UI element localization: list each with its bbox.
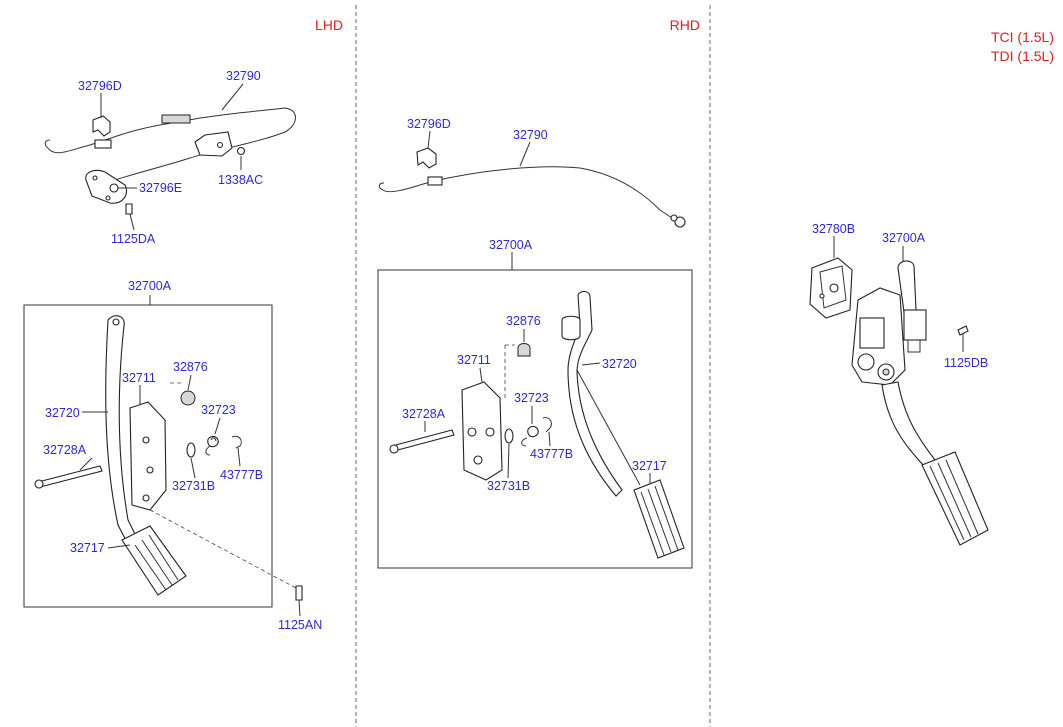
lhd-washer-32731B xyxy=(186,442,196,458)
header-tdi: TDI (1.5L) xyxy=(991,48,1054,64)
rhd-section: 32796D 32790 32700A 32876 32711 32720 32… xyxy=(377,117,693,569)
rhd-label-32711: 32711 xyxy=(457,353,491,367)
lhd-stopper-32876 xyxy=(180,390,196,406)
lhd-cable-32790 xyxy=(47,107,296,181)
header-lhd: LHD xyxy=(315,17,343,33)
lhd-pad-32717 xyxy=(121,525,187,596)
lhd-section: 32796D 32790 32796E 1338AC 1125DA 32700A… xyxy=(23,69,322,632)
rhd-label-32790: 32790 xyxy=(513,128,548,142)
lhd-bolt-1125AN xyxy=(295,585,303,601)
lhd-assembly-box xyxy=(23,304,273,608)
lhd-bracket-32711 xyxy=(129,401,167,511)
lhd-label-43777B: 43777B xyxy=(220,468,263,482)
rhd-label-32717: 32717 xyxy=(632,459,667,473)
lhd-clip-43777B xyxy=(231,435,242,449)
rhd-label-32796D: 32796D xyxy=(407,117,451,131)
rhd-label-32728A: 32728A xyxy=(402,407,446,421)
lhd-label-32700A: 32700A xyxy=(128,279,172,293)
lhd-label-1125DA: 1125DA xyxy=(111,232,156,246)
rhd-pedal-arm-32720 xyxy=(567,290,623,497)
rhd-washer-32731B xyxy=(504,428,514,444)
rhd-label-32731B: 32731B xyxy=(487,479,530,493)
lhd-label-32796D: 32796D xyxy=(78,79,122,93)
tci-bolt-1125DB xyxy=(957,325,969,336)
tci-pedal-arm xyxy=(881,381,936,467)
lhd-pedal-arm-32720 xyxy=(105,315,139,549)
rhd-spring-32723 xyxy=(527,425,539,438)
tci-label-1125DB: 1125DB xyxy=(944,356,988,370)
lhd-nut-1338AC xyxy=(236,146,246,156)
lhd-label-1125AN: 1125AN xyxy=(278,618,322,632)
rhd-label-32720: 32720 xyxy=(602,357,637,371)
tci-section: 32780B 32700A 1125DB xyxy=(809,222,989,546)
rhd-shaft-32728A xyxy=(391,429,455,452)
rhd-assembly-box xyxy=(377,269,693,569)
tci-pedal-pad xyxy=(921,451,989,546)
lhd-label-32711: 32711 xyxy=(122,371,156,385)
rhd-bracket-32711 xyxy=(461,381,503,481)
header-rhd: RHD xyxy=(670,17,700,33)
lhd-label-32796E: 32796E xyxy=(139,181,182,195)
rhd-label-32723: 32723 xyxy=(514,391,549,405)
rhd-label-32876: 32876 xyxy=(506,314,541,328)
tci-label-32700A: 32700A xyxy=(882,231,926,245)
header-tci: TCI (1.5L) xyxy=(991,29,1054,45)
lhd-label-32723: 32723 xyxy=(201,403,236,417)
rhd-cable-32790 xyxy=(382,166,673,219)
lhd-shaft-32728A xyxy=(37,465,103,488)
lhd-cable-bracket xyxy=(194,131,233,157)
lhd-clip-32796D xyxy=(92,115,111,137)
lhd-label-32790: 32790 xyxy=(226,69,261,83)
rhd-label-43777B: 43777B xyxy=(530,447,573,461)
lhd-label-32717: 32717 xyxy=(70,541,105,555)
lhd-label-32728A: 32728A xyxy=(43,443,87,457)
lhd-label-32720: 32720 xyxy=(45,406,80,420)
lhd-bolt-1125DA xyxy=(125,203,133,215)
lhd-label-32876: 32876 xyxy=(173,360,208,374)
rhd-clip-43777B xyxy=(542,417,552,433)
lhd-label-32731B: 32731B xyxy=(172,479,215,493)
rhd-label-32700A: 32700A xyxy=(489,238,533,252)
lhd-label-1338AC: 1338AC xyxy=(218,173,263,187)
rhd-stopper-32876 xyxy=(517,343,531,357)
tci-label-32780B: 32780B xyxy=(812,222,855,236)
rhd-clip-32796D xyxy=(416,147,437,169)
